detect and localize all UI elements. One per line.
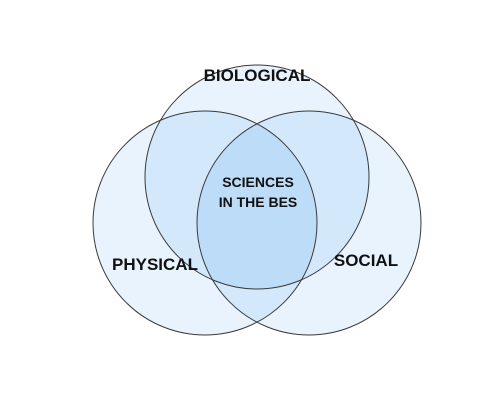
social-outline: [196, 110, 422, 336]
physical-outline: [92, 110, 318, 336]
center-label-line2: IN THE BES: [219, 194, 298, 210]
physical-label: PHYSICAL: [112, 255, 198, 274]
social-label: SOCIAL: [334, 251, 398, 270]
center-overlap: [197, 111, 317, 289]
center-label-line1: SCIENCES: [222, 174, 294, 190]
biological-outline: [144, 64, 370, 290]
biological-label: BIOLOGICAL: [204, 66, 311, 85]
